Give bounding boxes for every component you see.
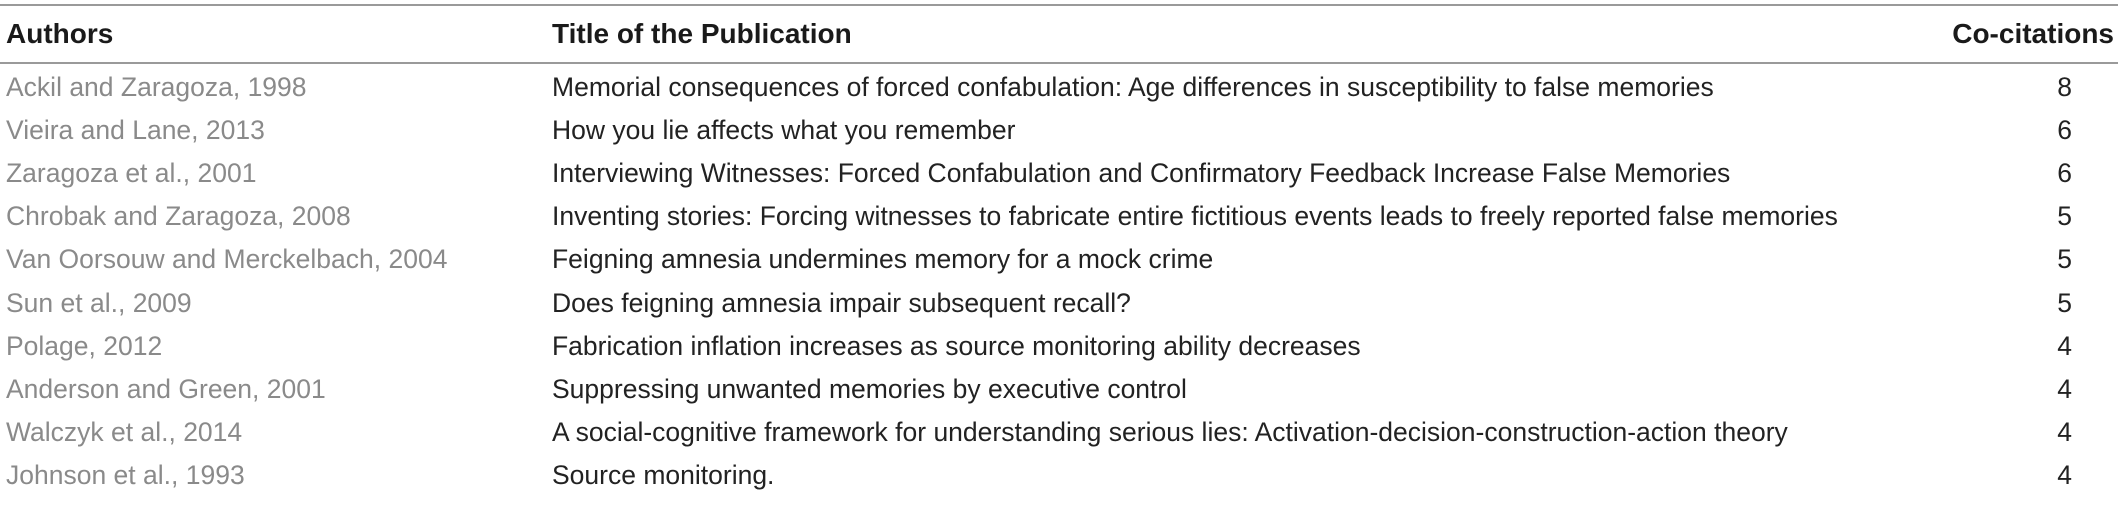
row-title: Feigning amnesia undermines memory for a… bbox=[552, 244, 1214, 275]
row-cocitations: 4 bbox=[2057, 373, 2072, 404]
row-authors: Zaragoza et al., 2001 bbox=[6, 158, 257, 189]
row-title: Suppressing unwanted memories by executi… bbox=[552, 373, 1187, 404]
table-row: Zaragoza et al., 2001 Interviewing Witne… bbox=[0, 152, 2118, 195]
row-cocitations: 5 bbox=[2057, 201, 2072, 232]
row-cocitations: 4 bbox=[2057, 459, 2072, 490]
header-authors: Authors bbox=[6, 18, 114, 49]
row-cocitations: 5 bbox=[2057, 244, 2072, 275]
row-authors: Walczyk et al., 2014 bbox=[6, 416, 243, 447]
row-authors: Johnson et al., 1993 bbox=[6, 459, 245, 490]
row-title: Does feigning amnesia impair subsequent … bbox=[552, 287, 1131, 318]
table-row: Walczyk et al., 2014 A social-cognitive … bbox=[0, 411, 2118, 454]
table-row: Ackil and Zaragoza, 1998 Memorial conseq… bbox=[0, 62, 2118, 109]
row-authors: Vieira and Lane, 2013 bbox=[6, 115, 265, 146]
row-cocitations: 4 bbox=[2057, 416, 2072, 447]
row-title: Fabrication inflation increases as sourc… bbox=[552, 330, 1361, 361]
table-row: Polage, 2012 Fabrication inflation incre… bbox=[0, 325, 2118, 368]
co-citation-table: Authors Title of the Publication Co-cita… bbox=[0, 6, 2118, 497]
header-cocitations: Co-citations bbox=[1952, 18, 2114, 49]
table-row: Anderson and Green, 2001 Suppressing unw… bbox=[0, 368, 2118, 411]
table-row: Chrobak and Zaragoza, 2008 Inventing sto… bbox=[0, 195, 2118, 238]
row-cocitations: 5 bbox=[2057, 287, 2072, 318]
row-title: Memorial consequences of forced confabul… bbox=[552, 72, 1714, 103]
top-rule bbox=[0, 4, 2118, 6]
row-cocitations: 4 bbox=[2057, 330, 2072, 361]
table-row: Vieira and Lane, 2013 How you lie affect… bbox=[0, 109, 2118, 152]
row-title: Source monitoring. bbox=[552, 459, 775, 490]
table-row: Sun et al., 2009 Does feigning amnesia i… bbox=[0, 281, 2118, 324]
header-rule bbox=[0, 62, 2118, 64]
row-authors: Polage, 2012 bbox=[6, 330, 163, 361]
table-row: Van Oorsouw and Merckelbach, 2004 Feigni… bbox=[0, 238, 2118, 281]
row-title: Interviewing Witnesses: Forced Confabula… bbox=[552, 158, 1731, 189]
table-header-row: Authors Title of the Publication Co-cita… bbox=[0, 6, 2118, 62]
row-cocitations: 8 bbox=[2057, 72, 2072, 103]
row-authors: Sun et al., 2009 bbox=[6, 287, 192, 318]
header-title: Title of the Publication bbox=[552, 18, 852, 49]
row-authors: Ackil and Zaragoza, 1998 bbox=[6, 72, 307, 103]
row-cocitations: 6 bbox=[2057, 158, 2072, 189]
row-authors: Van Oorsouw and Merckelbach, 2004 bbox=[6, 244, 448, 275]
row-authors: Chrobak and Zaragoza, 2008 bbox=[6, 201, 351, 232]
row-title: Inventing stories: Forcing witnesses to … bbox=[552, 201, 1838, 232]
table-row: Johnson et al., 1993 Source monitoring. … bbox=[0, 454, 2118, 497]
row-cocitations: 6 bbox=[2057, 115, 2072, 146]
row-authors: Anderson and Green, 2001 bbox=[6, 373, 326, 404]
row-title: A social-cognitive framework for underst… bbox=[552, 416, 1788, 447]
row-title: How you lie affects what you remember bbox=[552, 115, 1016, 146]
